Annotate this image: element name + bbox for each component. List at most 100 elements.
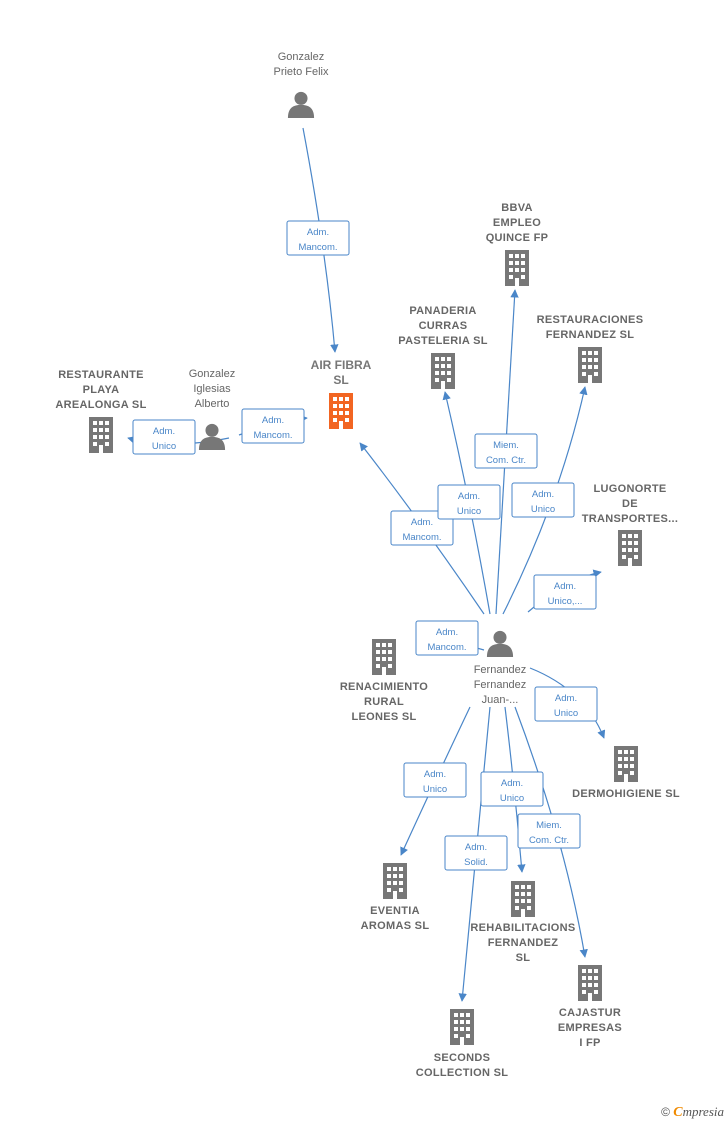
edge-label-line: Adm.	[307, 227, 329, 238]
node-lugonorte[interactable]: LUGONORTE DE TRANSPORTES...	[582, 483, 679, 566]
edge-label-e_fer_lugonorte[interactable]: Adm.Unico,...	[533, 574, 597, 610]
node-label-line: SL	[516, 952, 531, 964]
node-label-line: EMPRESAS	[558, 1022, 622, 1034]
edge-label-line: Adm.	[458, 491, 480, 502]
edge-label-line: Unico	[457, 506, 481, 517]
node-eventia[interactable]: EVENTIA AROMAS SL	[361, 863, 430, 932]
edge-label-box	[415, 620, 479, 656]
node-label-line: Juan-...	[482, 694, 519, 706]
building-icon	[372, 639, 396, 675]
node-label-line: AROMAS SL	[361, 920, 430, 932]
brand-logo-initial: C	[673, 1105, 683, 1120]
edge-label-e_prieto_air[interactable]: Adm. Mancom.	[286, 220, 350, 256]
building-icon	[578, 347, 602, 383]
edge-label-line: Unico	[531, 504, 555, 515]
edge-label-line: Adm.	[411, 517, 433, 528]
copyright-symbol: ©	[661, 1105, 670, 1119]
node-bbva[interactable]: BBVA EMPLEO QUINCE FP	[486, 202, 549, 286]
node-rehabilitacions[interactable]: REHABILITACIONS FERNANDEZ SL	[470, 881, 575, 964]
node-cajastur[interactable]: CAJASTUR EMPRESAS I FP	[558, 965, 622, 1049]
person-icon	[287, 91, 315, 118]
node-label-line: Alberto	[195, 398, 230, 410]
node-label-line: CURRAS	[419, 320, 468, 332]
node-label-line: Fernandez	[474, 664, 527, 676]
node-label-line: Fernandez	[474, 679, 527, 691]
edge-label-line: Mancom.	[298, 242, 337, 253]
edge-label-e_fer_cajastur[interactable]: Miem.Com. Ctr.	[517, 813, 581, 849]
edge-label-line: Unico	[423, 784, 447, 795]
edge-label-box	[534, 686, 598, 722]
edge-label-e_fer_restauraciones[interactable]: Adm. Unico	[511, 482, 575, 518]
edge-label-line: Com. Ctr.	[529, 835, 569, 846]
edge-label-box	[511, 482, 575, 518]
edge-label-line: Unico	[500, 793, 524, 804]
node-label-line: DE	[622, 498, 638, 510]
node-label-line: REHABILITACIONS	[470, 922, 575, 934]
edge-label-line: Adm.	[424, 769, 446, 780]
edge-label-e_fer_bbva[interactable]: Miem.Com. Ctr.	[474, 433, 538, 469]
edge-label-line: Adm.	[555, 693, 577, 704]
node-label-line: EMPLEO	[493, 217, 541, 229]
building-icon	[505, 250, 529, 286]
node-label-line: FERNANDEZ	[488, 937, 559, 949]
building-icon	[511, 881, 535, 917]
node-fernandez[interactable]: FernandezFernandezJuan-...	[474, 630, 527, 706]
edge-label-e_fer_rehabilitacions[interactable]: Adm. Unico	[480, 771, 544, 807]
edge-label-box	[437, 484, 501, 520]
node-label-line: EVENTIA	[370, 905, 420, 917]
node-label-line: LEONES SL	[351, 711, 416, 723]
node-label-line: LUGONORTE	[594, 483, 667, 495]
node-label-line: CAJASTUR	[559, 1007, 621, 1019]
edge-labels-layer: Adm.Mancom.Adm.UnicoAdm.Mancom.Adm.Manco…	[132, 220, 598, 871]
edge-label-line: Adm.	[153, 426, 175, 437]
brand-logo-text: mpresia	[682, 1104, 724, 1119]
footer-brand[interactable]: © Cmpresia	[661, 1104, 724, 1121]
node-label-line: RENACIMIENTO	[340, 681, 428, 693]
node-label-line: SL	[333, 373, 348, 387]
edge-label-line: Unico	[152, 441, 176, 452]
building-icon	[450, 1009, 474, 1045]
node-label-line: SECONDS	[434, 1052, 491, 1064]
building-icon	[618, 530, 642, 566]
person-icon	[486, 630, 514, 657]
node-label-line: AIR FIBRA	[311, 358, 372, 372]
edge-label-e_iglesias_restaurante[interactable]: Adm. Unico	[132, 419, 196, 455]
node-label-line: BBVA	[501, 202, 533, 214]
building-icon	[431, 353, 455, 389]
node-label-line: COLLECTION SL	[416, 1067, 509, 1079]
node-label-line: RESTAURACIONES	[537, 314, 644, 326]
node-label-line: RESTAURANTE	[58, 369, 144, 381]
edge-label-line: Miem.	[493, 440, 519, 451]
edge-label-line: Adm.	[554, 581, 576, 592]
edge-label-e_fer_renacimiento[interactable]: Adm.Mancom.	[415, 620, 479, 656]
edge-label-line: Adm.	[501, 778, 523, 789]
building-icon	[578, 965, 602, 1001]
edge-label-line: Adm.	[532, 489, 554, 500]
edge-label-e_fer_dermohigiene[interactable]: Adm.Unico	[534, 686, 598, 722]
person-icon	[198, 423, 226, 450]
edge-label-e_fer_panaderia[interactable]: Adm. Unico	[437, 484, 501, 520]
node-label-line: Prieto Felix	[273, 66, 329, 78]
node-label-line: TRANSPORTES...	[582, 513, 679, 525]
edge-label-e_iglesias_air[interactable]: Adm.Mancom.	[241, 408, 305, 444]
edge-label-e_fer_seconds[interactable]: Adm.Solid.	[444, 835, 508, 871]
node-dermohigiene[interactable]: DERMOHIGIENE SL	[572, 746, 680, 800]
edge-label-box	[241, 408, 305, 444]
node-label-line: Gonzalez	[278, 51, 324, 63]
node-label-line: PLAYA	[83, 384, 120, 396]
node-label-line: I FP	[579, 1037, 600, 1049]
edge-label-e_fer_eventia[interactable]: Adm. Unico	[403, 762, 467, 798]
node-label-line: QUINCE FP	[486, 232, 549, 244]
edge-label-e_fer_air[interactable]: Adm.Mancom.	[390, 510, 454, 546]
node-label-line: Gonzalez	[189, 368, 235, 380]
node-seconds[interactable]: SECONDS COLLECTION SL	[416, 1009, 509, 1079]
